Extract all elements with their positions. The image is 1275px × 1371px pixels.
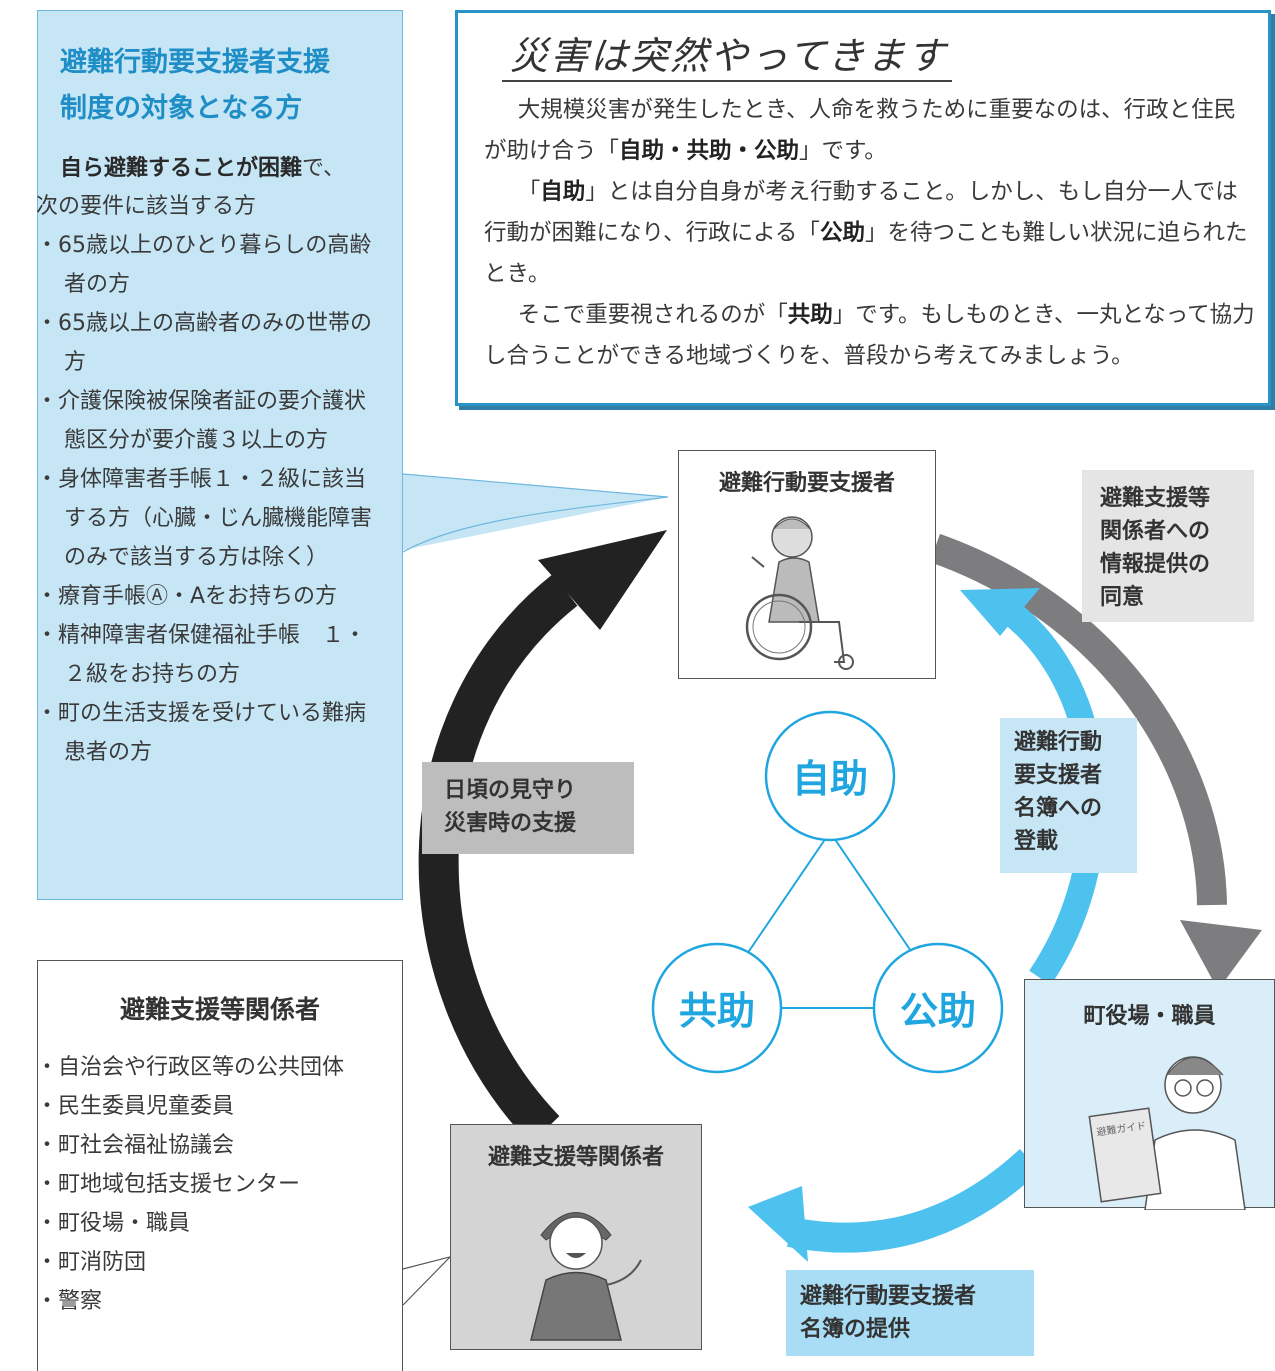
- list-item: ・町消防団: [36, 1250, 147, 1275]
- message-heading: 災害は突然やってきます: [510, 34, 947, 78]
- list-item: ・町の生活支援を受けている難病患者の方: [36, 701, 367, 765]
- arrow-support-to-person: [418, 574, 578, 1144]
- node-evacuation-supporters: 避難支援等関係者: [450, 1124, 702, 1350]
- list-item: ・町役場・職員: [36, 1211, 191, 1236]
- list-item: ・身体障害者手帳１・２級に該当する方（心臓・じん臓機能障害のみで該当する方は除く…: [36, 467, 373, 570]
- arrow-person-to-office: [929, 533, 1227, 906]
- list-item: ・65歳以上の高齢者のみの世帯の方: [36, 311, 372, 375]
- arrow-office-to-supporters: [787, 1148, 1041, 1253]
- heading-underline: [502, 80, 952, 82]
- message-paragraph: 「自助」とは自分自身が考え行動すること。しかし、もし自分一人では行動が困難になり…: [484, 179, 1248, 287]
- supporters-panel: [37, 960, 403, 1371]
- list-item: ・療育手帳Ⓐ・Aをお持ちの方: [36, 584, 338, 609]
- public-help-text: 公助: [900, 989, 976, 1033]
- arrowhead-blue-up: [960, 588, 1040, 636]
- target-persons-panel: [37, 10, 403, 900]
- mutual-help-text: 共助: [679, 989, 755, 1033]
- message-panel: [455, 10, 1271, 406]
- label-daily-watch-support: 日頃の見守り災害時の支援: [422, 762, 634, 854]
- target-persons-intro: 自ら避難することが困難で、 次の要件に該当する方: [36, 156, 346, 219]
- supporters-list: ・自治会や行政区等の公共団体 ・民生委員児童委員 ・町社会福祉協議会 ・町地域包…: [36, 1048, 391, 1321]
- target-persons-title: 避難行動要支援者支援 制度の対象となる方: [60, 47, 330, 124]
- wheelchair-person-illustration: [745, 516, 854, 670]
- message-body: 大規模災害が発生したとき、人命を救うために重要なのは、行政と住民が助け合う「自助…: [484, 90, 1256, 377]
- arrowhead-blue-left: [748, 1186, 808, 1262]
- label-register-in-list: 避難行動要支援者 名簿への登載: [1000, 718, 1137, 873]
- self-help-text: 自助: [792, 757, 868, 801]
- list-item: ・精神障害者保健福祉手帳 １・２級をお持ちの方: [36, 623, 367, 687]
- supporter-woman-illustration: [530, 1212, 642, 1341]
- message-paragraph: 大規模災害が発生したとき、人命を救うために重要なのは、行政と住民が助け合う「自助…: [484, 97, 1237, 164]
- target-persons-list: ・65歳以上のひとり暮らしの高齢者の方 ・65歳以上の高齢者のみの世帯の方 ・介…: [36, 226, 386, 772]
- list-item: ・65歳以上のひとり暮らしの高齢者の方: [36, 233, 372, 297]
- arrowhead-gray: [1180, 920, 1262, 990]
- list-item: ・町地域包括支援センター: [36, 1172, 301, 1197]
- list-item: ・警察: [36, 1289, 103, 1314]
- label-provide-list: 避難行動要支援者名簿の提供: [786, 1270, 1034, 1356]
- list-item: ・町社会福祉協議会: [36, 1133, 235, 1158]
- staff-with-guidebook-illustration: 避難ガイド: [1088, 1056, 1246, 1210]
- list-item: ・自治会や行政区等の公共団体: [36, 1055, 345, 1080]
- mutual-help-circle: [651, 942, 783, 1074]
- message-paragraph: そこで重要視されるのが「共助」です。もしものとき、一丸となって協力し合うことがで…: [484, 302, 1255, 369]
- arrowhead-black: [538, 530, 667, 630]
- list-item: ・民生委員児童委員: [36, 1094, 235, 1119]
- list-item: ・介護保険被保険者証の要介護状態区分が要介護３以上の方: [36, 389, 367, 453]
- help-triangle: 自助 共助 公助: [651, 710, 1004, 1074]
- self-help-circle: [764, 710, 896, 842]
- node-person-needing-support: 避難行動要支援者: [678, 450, 936, 679]
- supporters-title: 避難支援等関係者: [119, 995, 320, 1024]
- public-help-circle: [872, 942, 1004, 1074]
- node-town-office-staff: 町役場・職員 避難ガイド: [1024, 979, 1275, 1210]
- label-consent-to-share-info: 避難支援等関係者への 情報提供の同意: [1082, 470, 1254, 622]
